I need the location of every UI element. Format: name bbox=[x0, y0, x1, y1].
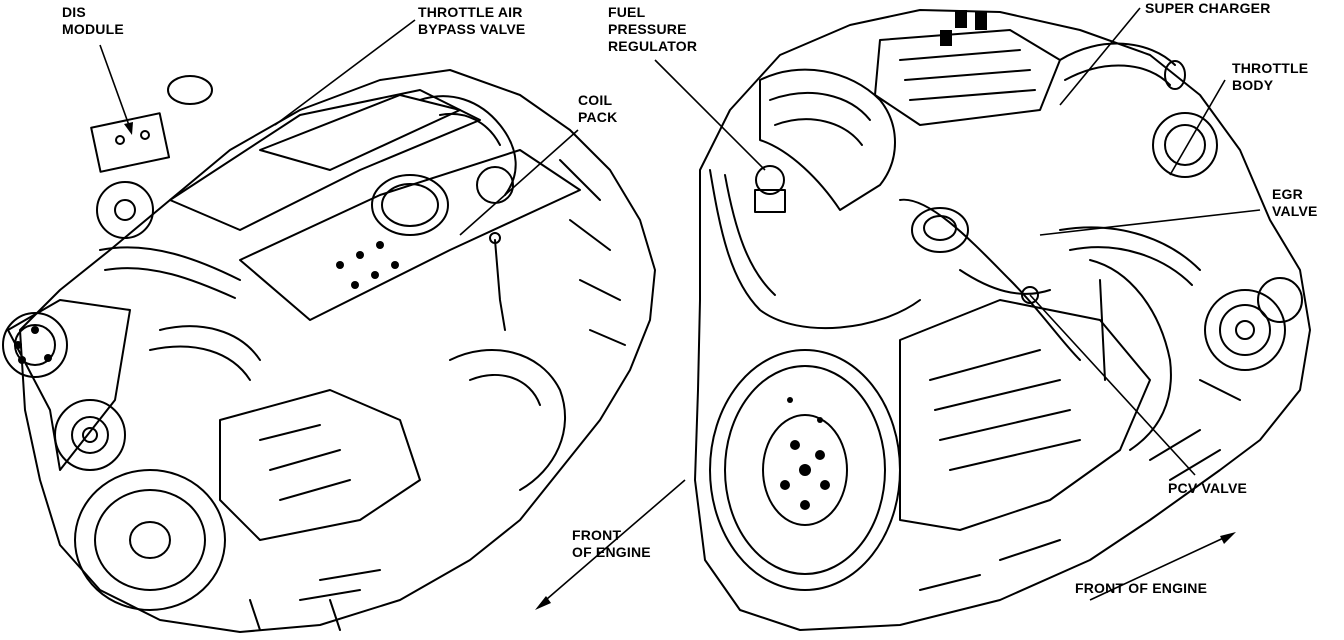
label-egr-valve: EGR VALVE bbox=[1272, 186, 1318, 219]
label-super-charger: SUPER CHARGER bbox=[1145, 0, 1271, 16]
label-dis-module: DIS MODULE bbox=[62, 4, 124, 37]
label-pcv-valve: PCV VALVE bbox=[1168, 480, 1248, 496]
label-throttle-air-bypass-valve: THROTTLE AIR BYPASS VALVE bbox=[418, 4, 526, 37]
label-front-of-engine-right: FRONT OF ENGINE bbox=[1075, 580, 1208, 596]
label-throttle-body: THROTTLE BODY bbox=[1232, 60, 1309, 93]
right-engine-drawing bbox=[694, 9, 1311, 631]
label-front-of-engine-left: FRONT OF ENGINE bbox=[572, 527, 651, 560]
label-coil-pack: COIL PACK bbox=[578, 92, 618, 125]
left-engine-drawing bbox=[2, 69, 686, 633]
leader-lines bbox=[99, 7, 1261, 476]
label-fuel-pressure-regulator: FUEL PRESSURE REGULATOR bbox=[608, 4, 698, 54]
